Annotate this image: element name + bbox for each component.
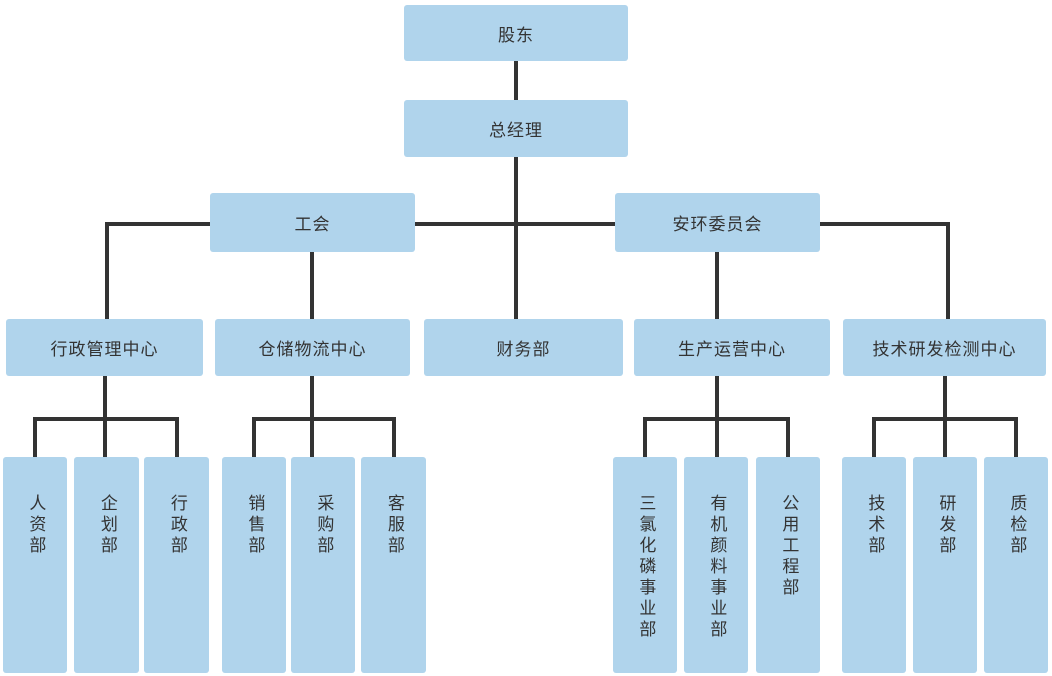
connector-tech-stem <box>943 376 947 457</box>
node-safety-env-committee[interactable]: 安环委员会 <box>615 193 820 252</box>
node-shareholders-label: 股东 <box>498 25 534 46</box>
connector-admin-rail <box>33 417 179 421</box>
node-tech-rd-testing-center[interactable]: 技术研发检测中心 <box>843 319 1046 376</box>
node-tech-rd-testing-center-label: 技术研发检测中心 <box>872 340 1017 360</box>
node-rd-dept[interactable]: 研发部 <box>913 457 977 673</box>
node-general-manager-label: 总经理 <box>489 121 543 141</box>
node-hr-dept-label: 人资部 <box>25 494 46 557</box>
node-organic-pigment-division-label: 有机颜料事业部 <box>706 494 727 641</box>
connector-safety-production <box>715 252 719 319</box>
node-planning-dept-label: 企划部 <box>96 494 117 557</box>
connector-rail-admin-center <box>105 222 109 319</box>
node-sales-dept-label: 销售部 <box>244 494 265 557</box>
node-quality-inspection-dept[interactable]: 质检部 <box>984 457 1048 673</box>
node-hr-dept[interactable]: 人资部 <box>3 457 67 673</box>
node-purchasing-dept[interactable]: 采购部 <box>291 457 355 673</box>
node-shareholders[interactable]: 股东 <box>404 5 628 61</box>
node-purchasing-dept-label: 采购部 <box>313 494 334 557</box>
connector-shareholders-gm <box>514 61 518 100</box>
connector-warehouse-drop-left <box>252 417 256 457</box>
node-rd-dept-label: 研发部 <box>935 494 956 557</box>
connector-production-drop-left <box>643 417 647 457</box>
node-quality-inspection-dept-label: 质检部 <box>1006 494 1027 557</box>
node-production-operations-center-label: 生产运营中心 <box>678 340 786 360</box>
connector-rail-tech-center <box>946 222 950 319</box>
connector-warehouse-stem <box>310 376 314 457</box>
node-organic-pigment-division[interactable]: 有机颜料事业部 <box>684 457 748 673</box>
node-general-manager[interactable]: 总经理 <box>404 100 628 157</box>
node-finance-dept-label: 财务部 <box>496 340 551 360</box>
node-production-operations-center[interactable]: 生产运营中心 <box>634 319 830 376</box>
node-admin-management-center-label: 行政管理中心 <box>50 340 159 360</box>
node-utility-engineering-dept[interactable]: 公用工程部 <box>756 457 820 673</box>
node-finance-dept[interactable]: 财务部 <box>424 319 623 376</box>
node-planning-dept[interactable]: 企划部 <box>74 457 139 673</box>
connector-production-rail <box>643 417 790 421</box>
connector-admin-drop-left <box>33 417 37 457</box>
node-labor-union-label: 工会 <box>294 215 331 235</box>
connector-production-stem <box>715 376 719 457</box>
node-safety-env-committee-label: 安环委员会 <box>672 215 763 235</box>
node-technology-dept[interactable]: 技术部 <box>842 457 906 673</box>
node-technology-dept-label: 技术部 <box>864 494 885 557</box>
node-administration-dept[interactable]: 行政部 <box>144 457 209 673</box>
connector-tech-drop-left <box>872 417 876 457</box>
node-admin-management-center[interactable]: 行政管理中心 <box>6 319 203 376</box>
connector-admin-stem <box>103 376 107 457</box>
node-labor-union[interactable]: 工会 <box>210 193 415 252</box>
node-warehouse-logistics-center-label: 仓储物流中心 <box>258 340 367 360</box>
connector-warehouse-drop-right <box>392 417 396 457</box>
node-utility-engineering-dept-label: 公用工程部 <box>778 494 799 599</box>
node-phosphorus-trichloride-division[interactable]: 三氯化磷事业部 <box>613 457 677 673</box>
connector-union-warehouse <box>310 252 314 319</box>
node-phosphorus-trichloride-division-label: 三氯化磷事业部 <box>635 494 656 641</box>
node-sales-dept[interactable]: 销售部 <box>222 457 286 673</box>
connector-main-rail <box>105 222 950 226</box>
connector-tech-rail <box>872 417 1018 421</box>
node-warehouse-logistics-center[interactable]: 仓储物流中心 <box>215 319 410 376</box>
node-customer-service-dept[interactable]: 客服部 <box>361 457 426 673</box>
connector-production-drop-right <box>786 417 790 457</box>
connector-admin-drop-right <box>175 417 179 457</box>
connector-gm-finance <box>514 157 518 319</box>
connector-tech-drop-right <box>1014 417 1018 457</box>
node-administration-dept-label: 行政部 <box>166 494 187 557</box>
connector-warehouse-rail <box>252 417 396 421</box>
node-customer-service-dept-label: 客服部 <box>383 494 404 557</box>
